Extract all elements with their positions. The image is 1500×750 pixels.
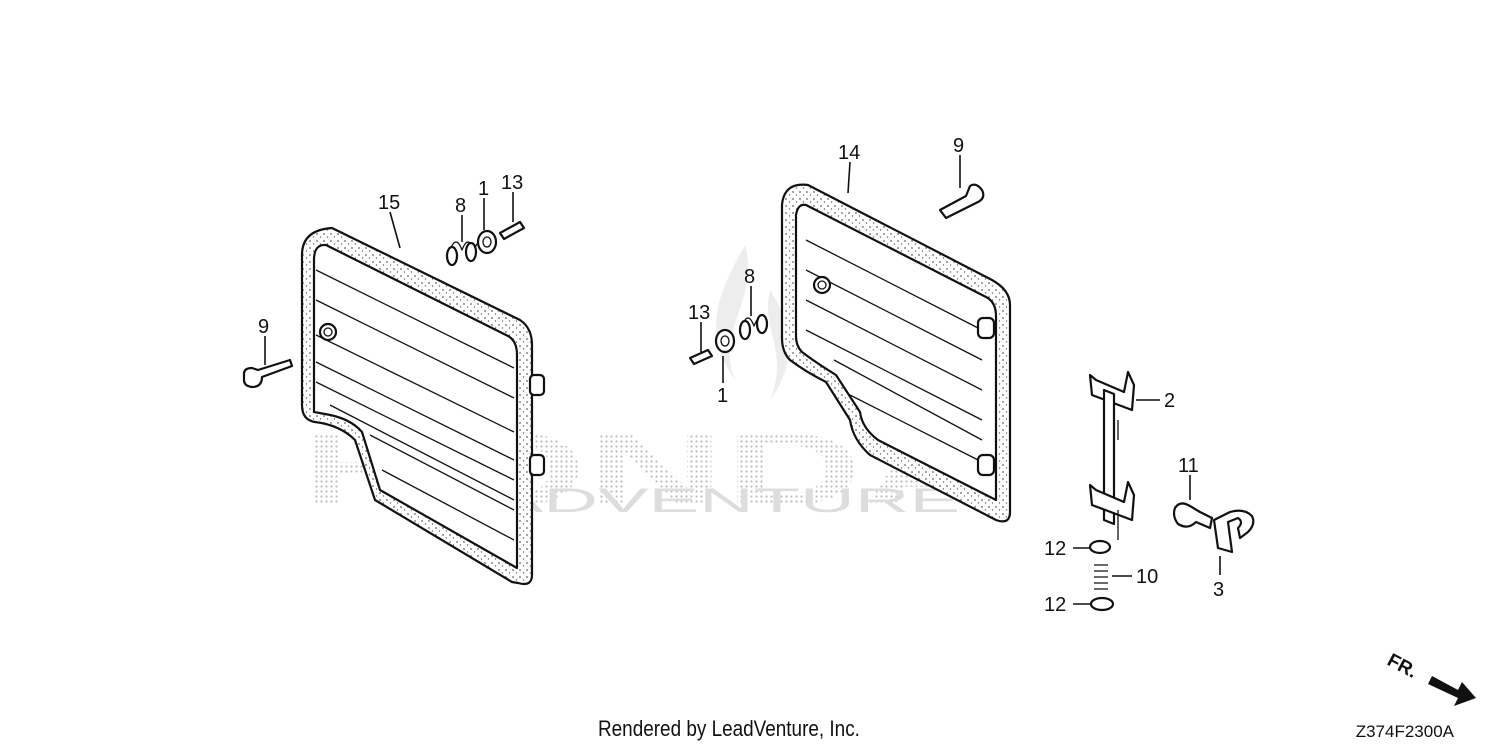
left-hardware (242, 220, 526, 389)
callout-11: 11 (1178, 455, 1199, 477)
callout-9-center: 9 (953, 135, 964, 157)
callout-8-center: 8 (744, 266, 755, 288)
callout-1-left: 1 (478, 178, 489, 200)
front-arrow-icon (1428, 676, 1476, 706)
callouts: 15 8 1 13 9 14 9 8 13 1 2 11 12 10 12 3 (258, 135, 1224, 616)
callout-9-left: 9 (258, 316, 269, 338)
callout-14: 14 (838, 142, 860, 164)
watermark-flame-icon (716, 245, 789, 400)
render-credit: Rendered by LeadVenture, Inc. (598, 716, 860, 741)
leader-lines (264, 155, 1221, 605)
callout-10: 10 (1136, 566, 1158, 588)
front-direction-indicator: FR. (1384, 650, 1476, 706)
callout-3: 3 (1213, 579, 1224, 601)
callout-12-top: 12 (1044, 538, 1066, 560)
callout-2: 2 (1164, 390, 1175, 412)
callout-13-left: 13 (501, 172, 523, 194)
callout-1-center: 1 (717, 385, 728, 407)
callout-13-center: 13 (688, 302, 710, 324)
diagram-code: Z374F2300A (1355, 722, 1454, 741)
fr-label: FR. (1384, 650, 1421, 683)
hinge-assembly (1088, 370, 1255, 612)
center-hardware (688, 183, 985, 366)
left-side-cover (300, 226, 546, 586)
callout-15: 15 (378, 192, 400, 214)
callout-12-bottom: 12 (1044, 594, 1066, 616)
callout-8-left: 8 (455, 195, 466, 217)
center-side-cover (780, 183, 1012, 523)
